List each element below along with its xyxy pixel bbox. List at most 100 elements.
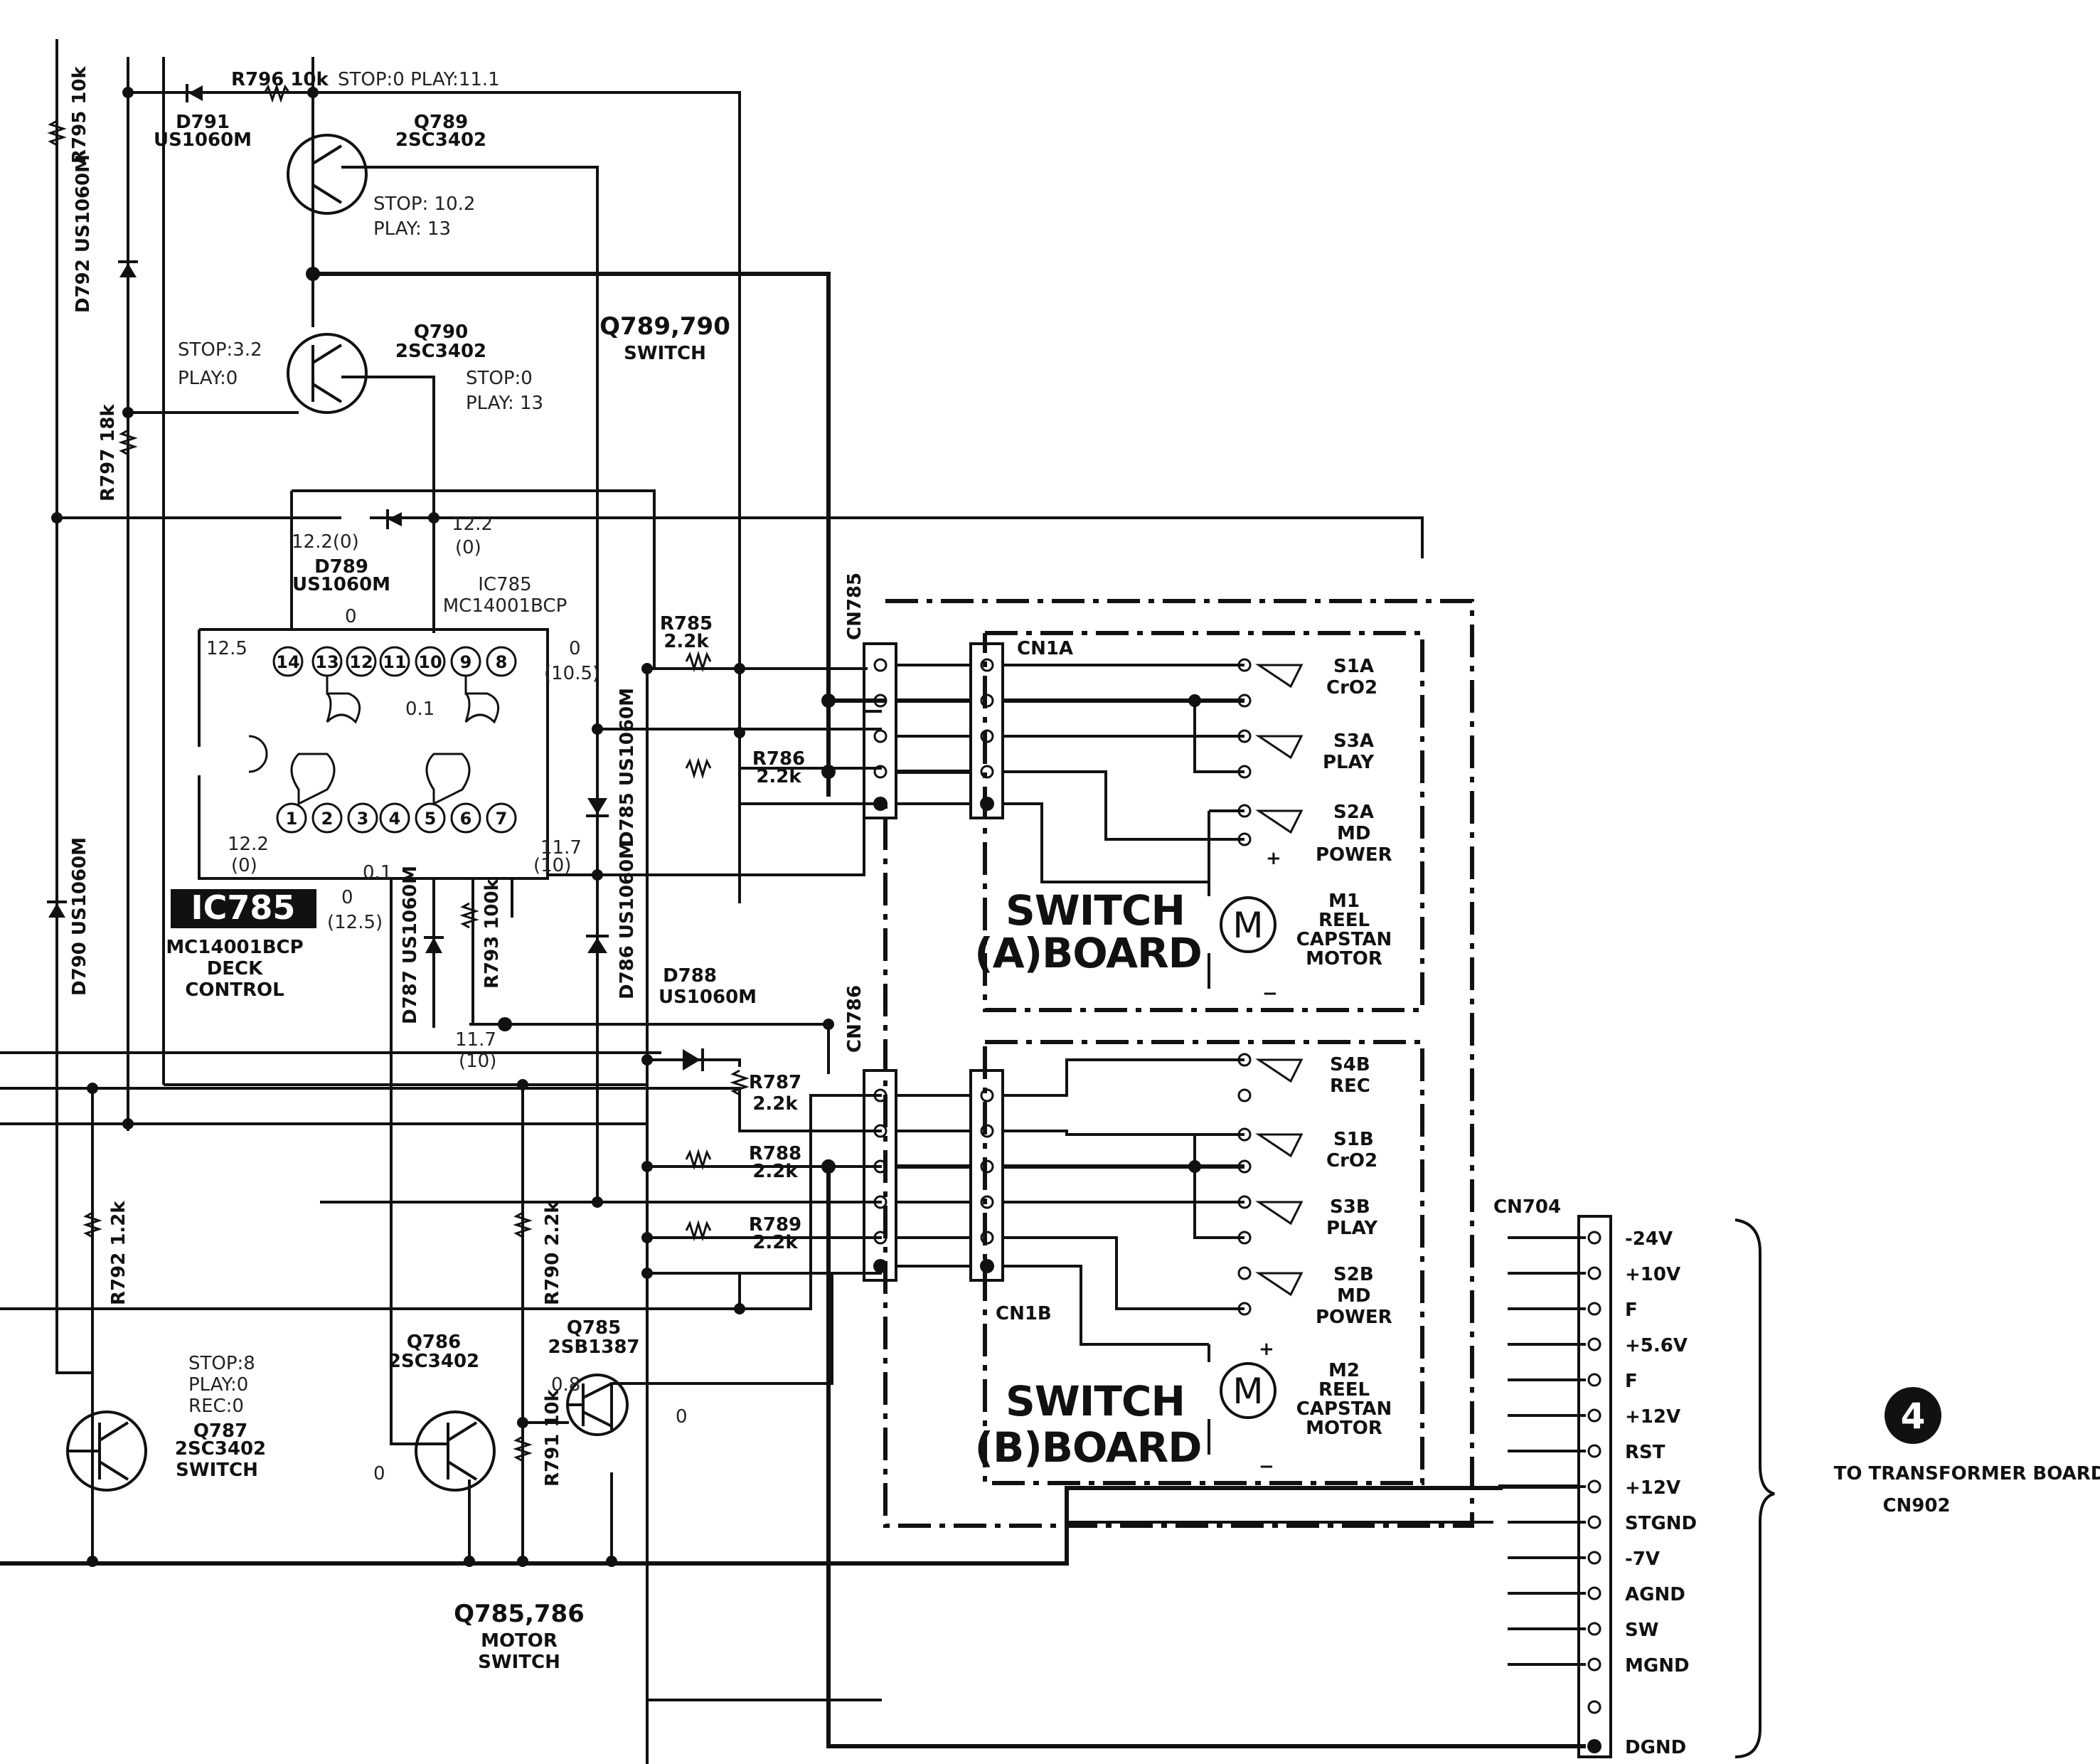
ic-pin: 10 xyxy=(418,652,442,672)
switch-b-board xyxy=(983,1040,1424,1485)
d787-label: D787 US1060M xyxy=(400,866,421,1024)
cn1a-label: CN1A xyxy=(1017,638,1073,659)
s2b-sub-2: POWER xyxy=(1316,1307,1392,1328)
v-12-2: 12.2 xyxy=(452,514,493,535)
m1-plus: + xyxy=(1266,848,1281,869)
d791-part: US1060M xyxy=(154,129,252,151)
diode-d785 xyxy=(586,798,609,817)
ic785-desc-2: CONTROL xyxy=(185,979,284,1001)
m1-motor-letter: M xyxy=(1232,905,1263,946)
cn704-pin: MGND xyxy=(1625,1655,1690,1677)
ic785-gates xyxy=(248,676,500,806)
ic785-desc-1: DECK xyxy=(207,958,263,979)
d789-part: US1060M xyxy=(292,574,390,595)
resistor-zigzags xyxy=(47,83,750,1462)
motor-switch-title: Q785,786 xyxy=(454,1600,585,1628)
ic785-small-label: IC785 xyxy=(478,574,531,595)
m2-sub-1: REEL xyxy=(1318,1379,1370,1401)
v-12-5: 12.5 xyxy=(206,638,247,659)
switch-b-title-1: SWITCH xyxy=(1006,1377,1185,1425)
transistor-q785 xyxy=(566,1374,629,1436)
r789-label: R789 xyxy=(749,1214,801,1236)
r785-label: R785 xyxy=(660,613,713,634)
q789-play: PLAY: 13 xyxy=(373,218,451,240)
transistor-q789 xyxy=(287,134,370,215)
m1-label: M1 xyxy=(1328,891,1360,912)
v-12-2-0: 12.2(0) xyxy=(292,531,359,553)
d788-part: US1060M xyxy=(659,987,757,1008)
q787-stop: STOP:8 xyxy=(188,1353,255,1374)
m1-sub-2: CAPSTAN xyxy=(1296,929,1392,950)
cn704-pin: STGND xyxy=(1625,1513,1697,1534)
r790-label: R790 2.2k xyxy=(542,1201,563,1305)
r788-label: R788 xyxy=(749,1143,801,1164)
r792-label: R792 1.2k xyxy=(108,1201,129,1305)
ic785-small-part: MC14001BCP xyxy=(443,595,567,617)
diode-d788 xyxy=(683,1048,704,1071)
d791-label: D791 xyxy=(176,112,230,133)
v-10-b: (10) xyxy=(459,1051,496,1072)
s1a-sub: CrO2 xyxy=(1326,677,1377,698)
q787-rec: REC:0 xyxy=(188,1396,244,1417)
switch-a-title-2: (A)BOARD xyxy=(974,929,1202,977)
ic785-pins-top: 14 13 12 11 10 9 8 xyxy=(272,646,517,677)
q787-label: Q787 xyxy=(193,1420,247,1442)
r788-value: 2.2k xyxy=(752,1161,798,1182)
diode-d791 xyxy=(186,84,203,102)
s2a-sub-1: MD xyxy=(1337,823,1370,844)
v-10: (10) xyxy=(533,855,571,876)
m2-motor-letter: M xyxy=(1232,1371,1263,1412)
v-0-q786: 0 xyxy=(373,1463,385,1484)
q790-part: 2SC3402 xyxy=(395,341,486,362)
q785-part: 2SB1387 xyxy=(548,1337,640,1358)
badge-number: 4 xyxy=(1901,1396,1926,1437)
q787-sub: SWITCH xyxy=(176,1460,258,1481)
switch-b-title-2: (B)BOARD xyxy=(975,1423,1202,1472)
cn704-pin: RST xyxy=(1625,1442,1665,1463)
to-transformer-label: TO TRANSFORMER BOARD xyxy=(1834,1463,2100,1484)
r786-label: R786 xyxy=(752,748,805,770)
ic-pin: 12 xyxy=(349,652,373,672)
transistor-q790 xyxy=(287,333,370,414)
q786-part: 2SC3402 xyxy=(388,1351,479,1372)
cn704-pin: -24V xyxy=(1625,1228,1673,1250)
diode-d786 xyxy=(586,935,609,953)
q790-stop: STOP:0 xyxy=(466,368,533,389)
transistor-q786 xyxy=(415,1410,496,1492)
cn704-pin: +10V xyxy=(1625,1264,1680,1285)
v-0-c: (0) xyxy=(231,855,257,876)
v-0: (0) xyxy=(455,537,481,558)
cn704-label: CN704 xyxy=(1493,1196,1561,1218)
s4b-label: S4B xyxy=(1330,1054,1370,1075)
s3b-sub: PLAY xyxy=(1326,1218,1378,1239)
badge-4 xyxy=(1885,1387,1941,1444)
ic785-label-box xyxy=(171,889,316,928)
cn704-pin: +12V xyxy=(1625,1477,1680,1499)
s3a-sub: PLAY xyxy=(1323,752,1375,773)
q790-in-stop: STOP:3.2 xyxy=(178,339,262,361)
ic-pin: 11 xyxy=(383,652,406,672)
diode-d792 xyxy=(118,260,138,277)
m2-plus: + xyxy=(1259,1339,1274,1360)
v-0-1-top: 0.1 xyxy=(405,698,435,720)
v-11-7: 11.7 xyxy=(540,837,582,859)
v-0-1-bot: 0.1 xyxy=(363,862,392,883)
cn785-label: CN785 xyxy=(844,573,865,640)
r786-value: 2.2k xyxy=(756,766,801,787)
cn704-pin: +12V xyxy=(1625,1406,1680,1428)
d788-label: D788 xyxy=(663,965,717,987)
q789-part: 2SC3402 xyxy=(395,129,486,151)
q790-label: Q790 xyxy=(414,322,468,343)
r796-label: R796 10k xyxy=(231,69,329,90)
cn902-label: CN902 xyxy=(1882,1495,1950,1516)
connector-links xyxy=(896,664,971,1268)
m1-minus: − xyxy=(1262,983,1278,1004)
q790-in-play: PLAY:0 xyxy=(178,368,238,389)
q789-voltage-label: STOP:0 PLAY:11.1 xyxy=(338,69,500,90)
motor-switch-sub-1: MOTOR xyxy=(481,1630,558,1652)
switch-subtitle: SWITCH xyxy=(624,343,706,364)
ic-pin: 9 xyxy=(460,652,472,672)
m1-sub-3: MOTOR xyxy=(1306,948,1382,969)
connector-cn786 xyxy=(863,1069,897,1282)
